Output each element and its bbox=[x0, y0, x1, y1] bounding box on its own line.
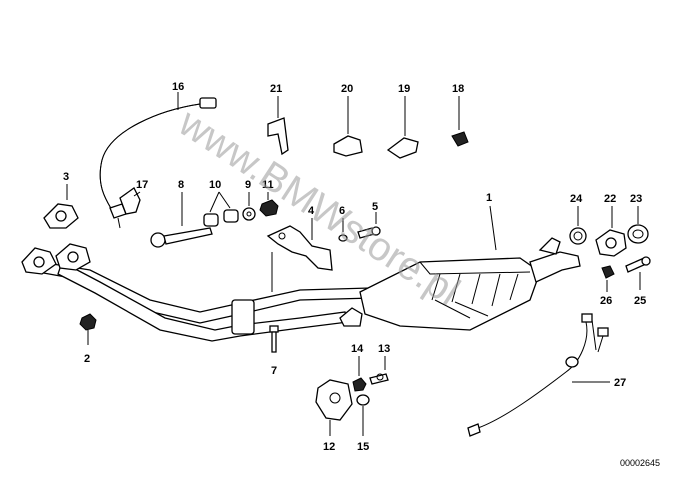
pipe-sleeve bbox=[231, 299, 255, 335]
callout-23: 23 bbox=[630, 193, 642, 205]
part-6-washer[interactable] bbox=[338, 218, 348, 242]
callout-20: 20 bbox=[341, 83, 353, 95]
catalytic-converter bbox=[339, 237, 581, 331]
callout-22: 22 bbox=[604, 193, 616, 205]
part-22-flange[interactable] bbox=[595, 206, 627, 257]
part-24-gasket[interactable] bbox=[569, 206, 587, 245]
callout-15: 15 bbox=[357, 441, 369, 453]
part-2-nut[interactable] bbox=[79, 313, 97, 345]
part-17-clip[interactable] bbox=[119, 187, 141, 215]
part-18-clip[interactable] bbox=[451, 96, 469, 147]
part-3-gasket[interactable] bbox=[43, 184, 79, 229]
callout-9: 9 bbox=[245, 179, 251, 191]
callout-14: 14 bbox=[351, 343, 364, 355]
callout-7: 7 bbox=[271, 365, 277, 377]
callout-labels: 1 2 3 4 5 6 7 8 9 10 11 12 13 14 15 16 1… bbox=[63, 81, 646, 453]
part-14-nut[interactable] bbox=[352, 356, 367, 392]
part-23-ring[interactable] bbox=[627, 206, 649, 244]
callout-18: 18 bbox=[452, 83, 464, 95]
part-4-bracket[interactable] bbox=[266, 218, 333, 271]
callout-2: 2 bbox=[84, 353, 90, 365]
callout-1: 1 bbox=[486, 192, 492, 204]
callout-24: 24 bbox=[570, 193, 583, 205]
callout-12: 12 bbox=[323, 441, 335, 453]
part-27-cable[interactable] bbox=[467, 313, 610, 437]
callout-21: 21 bbox=[270, 83, 282, 95]
reference-code: 00002645 bbox=[620, 458, 660, 468]
part-15-washer[interactable] bbox=[356, 394, 370, 436]
part-16-sensor[interactable] bbox=[99, 92, 217, 229]
callout-27: 27 bbox=[614, 377, 626, 389]
part-7-bolt[interactable] bbox=[269, 325, 279, 353]
callout-26: 26 bbox=[600, 295, 612, 307]
callout-3: 3 bbox=[63, 171, 69, 183]
part-12-mount[interactable] bbox=[315, 379, 353, 436]
callout-4: 4 bbox=[308, 205, 315, 217]
callout-16: 16 bbox=[172, 81, 184, 93]
watermark-text: www.BMWstore.pl bbox=[170, 100, 467, 314]
callout-10: 10 bbox=[209, 179, 221, 191]
part-26-nut[interactable] bbox=[601, 265, 615, 292]
front-pipe-assembly bbox=[21, 243, 373, 342]
callout-8: 8 bbox=[178, 179, 184, 191]
part-20-rubber[interactable] bbox=[333, 96, 363, 157]
callout-13: 13 bbox=[378, 343, 390, 355]
callout-11: 11 bbox=[262, 179, 274, 191]
part-5-bolt[interactable] bbox=[357, 212, 381, 239]
part-25-bolt[interactable] bbox=[625, 256, 651, 290]
part-9-nut[interactable] bbox=[242, 192, 256, 221]
callout-19: 19 bbox=[398, 83, 410, 95]
part-10-spacers[interactable] bbox=[203, 191, 239, 227]
callout-25: 25 bbox=[634, 295, 646, 307]
part-8-bolt[interactable] bbox=[150, 192, 213, 248]
callout-5: 5 bbox=[372, 201, 378, 213]
callout-6: 6 bbox=[339, 205, 345, 217]
part-21-bracket[interactable] bbox=[267, 96, 289, 156]
part-13-bolt[interactable] bbox=[369, 356, 389, 385]
part-11-nut[interactable] bbox=[259, 192, 279, 217]
part-19-clamp[interactable] bbox=[386, 96, 419, 159]
callout-17: 17 bbox=[136, 179, 148, 191]
